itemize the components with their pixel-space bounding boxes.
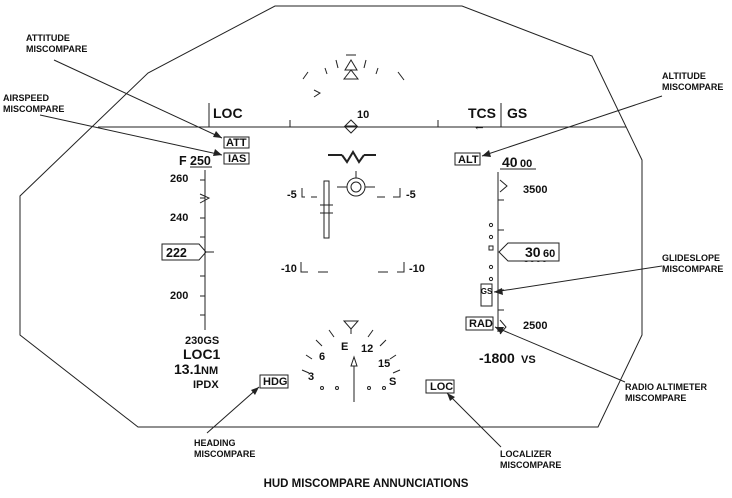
nav-source: LOC1	[183, 346, 221, 362]
mode-armed: TCS	[468, 105, 496, 121]
callout-glideslope-line1: GLIDESLOPE	[662, 253, 720, 263]
rad-annunciator: RAD	[465, 316, 494, 331]
altitude-tape: 3500 3000 2500 30 60 40 00	[488, 154, 560, 335]
roll-index-icon	[342, 69, 360, 80]
heading-label: 12	[361, 343, 373, 355]
gs-label: GS	[481, 287, 493, 296]
ground-speed: 230GS	[185, 335, 219, 347]
ias-annunciator: IAS	[223, 152, 250, 165]
pitch-label: -5	[287, 189, 297, 201]
current-altitude-big: 30	[525, 244, 541, 260]
pitch-label: -10	[281, 263, 297, 275]
selected-altitude-small: 00	[520, 158, 532, 170]
gs-annunciator: GS	[480, 283, 493, 307]
altitude-bug-icon	[499, 179, 508, 193]
callout-attitude-line2: MISCOMPARE	[26, 44, 87, 54]
callout-glideslope-line2: MISCOMPARE	[662, 264, 723, 274]
callout-heading-line1: HEADING	[194, 438, 236, 448]
guidance-cue-icon	[328, 150, 376, 164]
altitude-tick-label: 3500	[523, 184, 547, 196]
ias-label: IAS	[228, 153, 246, 165]
heading-arc: 3 6 E 12 15 S	[301, 320, 401, 402]
speed-error-tape	[323, 180, 330, 239]
pitch-ref-label: 10	[357, 109, 369, 121]
speed-tick-label: 240	[170, 212, 188, 224]
selected-altitude-big: 40	[502, 154, 518, 170]
roll-pointer-icon	[344, 59, 358, 71]
pitch-ladder: -5 -5 -10 -10	[281, 188, 425, 275]
alt-label: ALT	[458, 154, 479, 166]
loc-annunciator: LOC	[425, 379, 455, 394]
callout-attitude-line1: ATTITUDE	[26, 33, 70, 43]
speed-tick-label: 200	[170, 290, 188, 302]
heading-label: 15	[378, 358, 390, 370]
callout-localizer-line2: MISCOMPARE	[500, 460, 561, 470]
callout-altitude-line2: MISCOMPARE	[662, 82, 723, 92]
speed-tape: 260 240 200 222 F 250	[161, 154, 214, 330]
callout-airspeed-line1: AIRSPEED	[3, 93, 50, 103]
track-pointer-icon	[350, 355, 358, 367]
vertical-speed-unit: VS	[521, 354, 536, 366]
roll-scale	[302, 54, 405, 98]
heading-label: S	[389, 376, 396, 388]
current-altitude-box	[498, 242, 560, 262]
leader-lines	[39, 59, 663, 448]
altitude-tick-label: 2500	[523, 320, 547, 332]
selected-speed: 250	[190, 154, 211, 168]
heading-pointer-icon	[342, 320, 360, 330]
callout-radio-altimeter-line1: RADIO ALTIMETER	[625, 382, 707, 392]
alt-annunciator: ALT	[454, 152, 481, 166]
speed-bug-icon	[199, 193, 211, 204]
mode-lateral: LOC	[213, 105, 243, 121]
speed-select-prefix: F	[179, 154, 187, 168]
nav-distance-unit: NM	[201, 365, 218, 377]
callout-localizer-line1: LOCALIZER	[500, 449, 552, 459]
mode-arrow-icon: ←	[473, 119, 486, 133]
callout-heading-line2: MISCOMPARE	[194, 449, 255, 459]
speed-tick-label: 260	[170, 173, 188, 185]
current-speed-box	[161, 243, 207, 261]
nav-distance: 13.1	[174, 361, 201, 377]
heading-label: 6	[319, 351, 325, 363]
rad-label: RAD	[469, 318, 493, 330]
heading-label: 3	[308, 371, 314, 383]
heading-label: E	[341, 341, 348, 353]
loc-label: LOC	[430, 381, 453, 393]
callout-radio-altimeter-line2: MISCOMPARE	[625, 393, 686, 403]
att-annunciator: ATT	[223, 136, 250, 149]
vertical-speed: -1800	[479, 350, 515, 366]
hdg-label: HDG	[263, 376, 287, 388]
hud-frame	[19, 5, 643, 428]
current-speed: 222	[166, 246, 187, 260]
flight-path-vector-icon	[337, 171, 375, 197]
localizer-dots	[320, 386, 386, 390]
att-label: ATT	[226, 137, 247, 149]
current-altitude-small: 60	[543, 248, 555, 260]
glideslope-dots	[488, 222, 494, 282]
callout-airspeed-line2: MISCOMPARE	[3, 104, 64, 114]
hdg-annunciator: HDG	[259, 374, 289, 389]
mode-vertical: GS	[507, 105, 527, 121]
pitch-label: -10	[409, 263, 425, 275]
callout-altitude-line1: ALTITUDE	[662, 71, 706, 81]
aircraft-reference-icon	[338, 119, 364, 134]
figure-caption: HUD MISCOMPARE ANNUNCIATIONS	[264, 478, 469, 490]
nav-identifier: IPDX	[193, 379, 219, 391]
pitch-label: -5	[406, 189, 416, 201]
